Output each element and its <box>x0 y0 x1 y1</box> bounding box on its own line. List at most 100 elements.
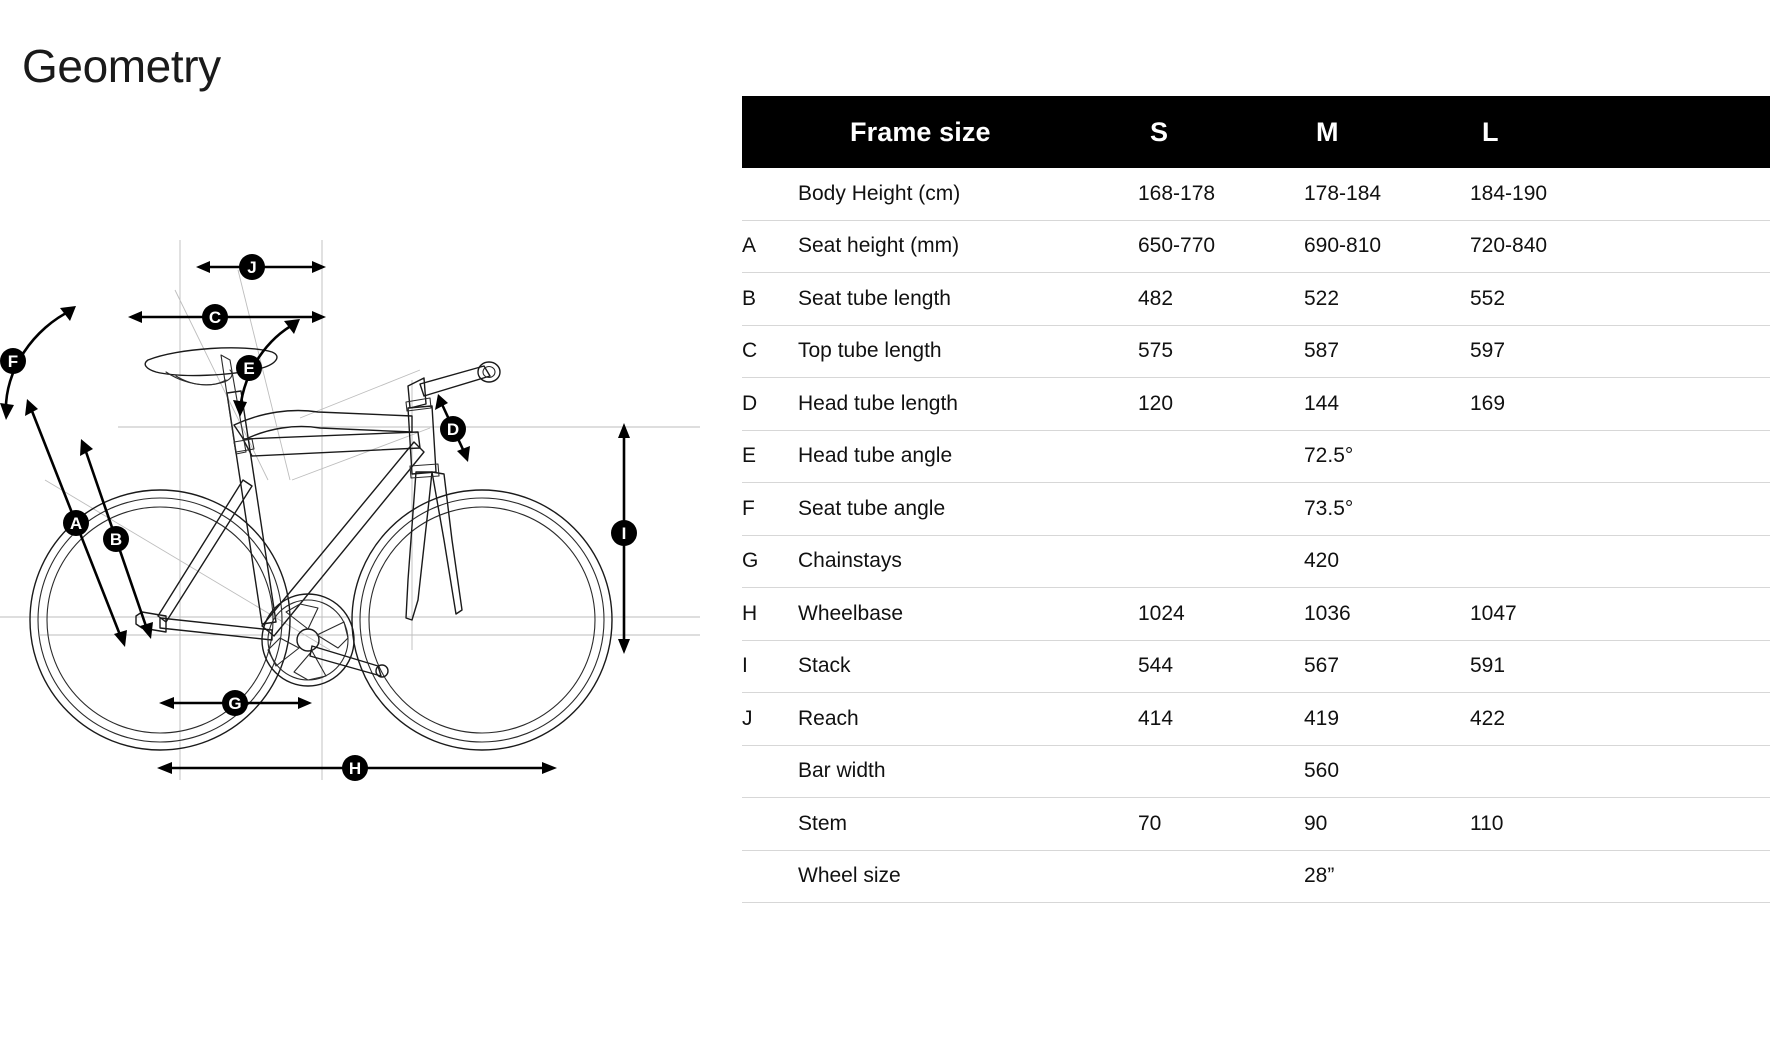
table-row: Wheel size 28” <box>742 850 1770 903</box>
callout-G-badge <box>222 690 248 716</box>
callout-D-label: D <box>447 420 459 439</box>
row-value-l: 110 <box>1470 797 1770 851</box>
row-label: Wheel size <box>798 850 1138 903</box>
crankset <box>261 593 389 687</box>
row-letter: C <box>742 325 798 378</box>
row-letter: F <box>742 482 798 536</box>
row-label: Seat tube length <box>798 272 1138 326</box>
table-header: Frame size S M L <box>742 96 1770 168</box>
geometry-table-container: Frame size S M L Body Height (cm)168-178… <box>742 96 1770 903</box>
dimension-H: H <box>157 755 557 781</box>
row-label: Head tube angle <box>798 430 1138 483</box>
callout-E-label: E <box>243 359 254 378</box>
saddle <box>144 347 278 386</box>
row-value-l <box>1470 482 1770 536</box>
row-value-m: 522 <box>1304 272 1470 326</box>
row-letter: A <box>742 220 798 273</box>
row-label: Head tube length <box>798 377 1138 431</box>
row-value-m: 587 <box>1304 325 1470 378</box>
callout-H-badge <box>342 755 368 781</box>
row-value-l: 591 <box>1470 640 1770 693</box>
row-value-l <box>1470 430 1770 483</box>
callout-A-badge <box>63 510 89 536</box>
dimension-B: B <box>80 439 153 639</box>
callout-J-badge <box>239 254 265 280</box>
row-label: Bar width <box>798 745 1138 798</box>
row-value-m: 560 <box>1304 745 1470 798</box>
callout-C-badge <box>202 304 228 330</box>
dimension-C: C <box>128 304 326 330</box>
row-label: Body Height (cm) <box>798 168 1138 221</box>
row-letter <box>742 168 798 221</box>
row-value-s: 544 <box>1138 640 1304 693</box>
page-title: Geometry <box>22 39 221 92</box>
row-value-m: 28” <box>1304 850 1470 903</box>
row-value-l: 422 <box>1470 692 1770 746</box>
table-header-row: Frame size S M L <box>742 96 1770 168</box>
row-value-s: 70 <box>1138 797 1304 851</box>
row-value-s <box>1138 430 1304 483</box>
row-value-m: 690-810 <box>1304 220 1470 273</box>
row-label: Chainstays <box>798 535 1138 588</box>
row-value-s: 1024 <box>1138 587 1304 641</box>
header-frame-size: Frame size <box>798 96 1138 168</box>
row-letter <box>742 850 798 903</box>
callout-D-badge <box>440 416 466 442</box>
row-value-s <box>1138 745 1304 798</box>
row-value-m: 419 <box>1304 692 1470 746</box>
dimension-D: D <box>435 394 470 462</box>
row-letter: G <box>742 535 798 588</box>
row-value-l: 720-840 <box>1470 220 1770 273</box>
dimension-I: I <box>611 423 637 654</box>
callout-B-label: B <box>110 530 122 549</box>
row-letter: B <box>742 272 798 326</box>
dimension-E: E <box>233 319 300 417</box>
header-size-s: S <box>1138 96 1304 168</box>
front-wheel <box>351 489 613 751</box>
row-letter: I <box>742 640 798 693</box>
row-letter <box>742 797 798 851</box>
row-label: Seat tube angle <box>798 482 1138 536</box>
handlebar-stem <box>405 361 501 412</box>
row-value-l: 1047 <box>1470 587 1770 641</box>
row-value-s: 414 <box>1138 692 1304 746</box>
callout-I-label: I <box>622 524 627 543</box>
row-value-m: 178-184 <box>1304 168 1470 221</box>
row-value-s <box>1138 850 1304 903</box>
geometry-table: Frame size S M L Body Height (cm)168-178… <box>742 96 1770 903</box>
row-value-m: 72.5° <box>1304 430 1470 483</box>
row-label: Stack <box>798 640 1138 693</box>
row-letter: D <box>742 377 798 431</box>
row-letter: J <box>742 692 798 746</box>
callout-G-label: G <box>228 694 241 713</box>
row-value-s: 650-770 <box>1138 220 1304 273</box>
callout-F-label: F <box>8 352 18 371</box>
bicycle-geometry-svg: J C F <box>0 240 700 781</box>
header-size-m: M <box>1304 96 1470 168</box>
row-value-l: 169 <box>1470 377 1770 431</box>
row-letter <box>742 745 798 798</box>
row-value-m: 144 <box>1304 377 1470 431</box>
row-label: Reach <box>798 692 1138 746</box>
row-value-s: 120 <box>1138 377 1304 431</box>
callout-C-label: C <box>209 308 221 327</box>
row-label: Top tube length <box>798 325 1138 378</box>
row-value-s: 482 <box>1138 272 1304 326</box>
row-value-l <box>1470 850 1770 903</box>
row-value-l: 184-190 <box>1470 168 1770 221</box>
header-size-l: L <box>1470 96 1770 168</box>
header-letter-column <box>742 96 798 168</box>
row-value-m: 567 <box>1304 640 1470 693</box>
callout-E-badge <box>236 355 262 381</box>
